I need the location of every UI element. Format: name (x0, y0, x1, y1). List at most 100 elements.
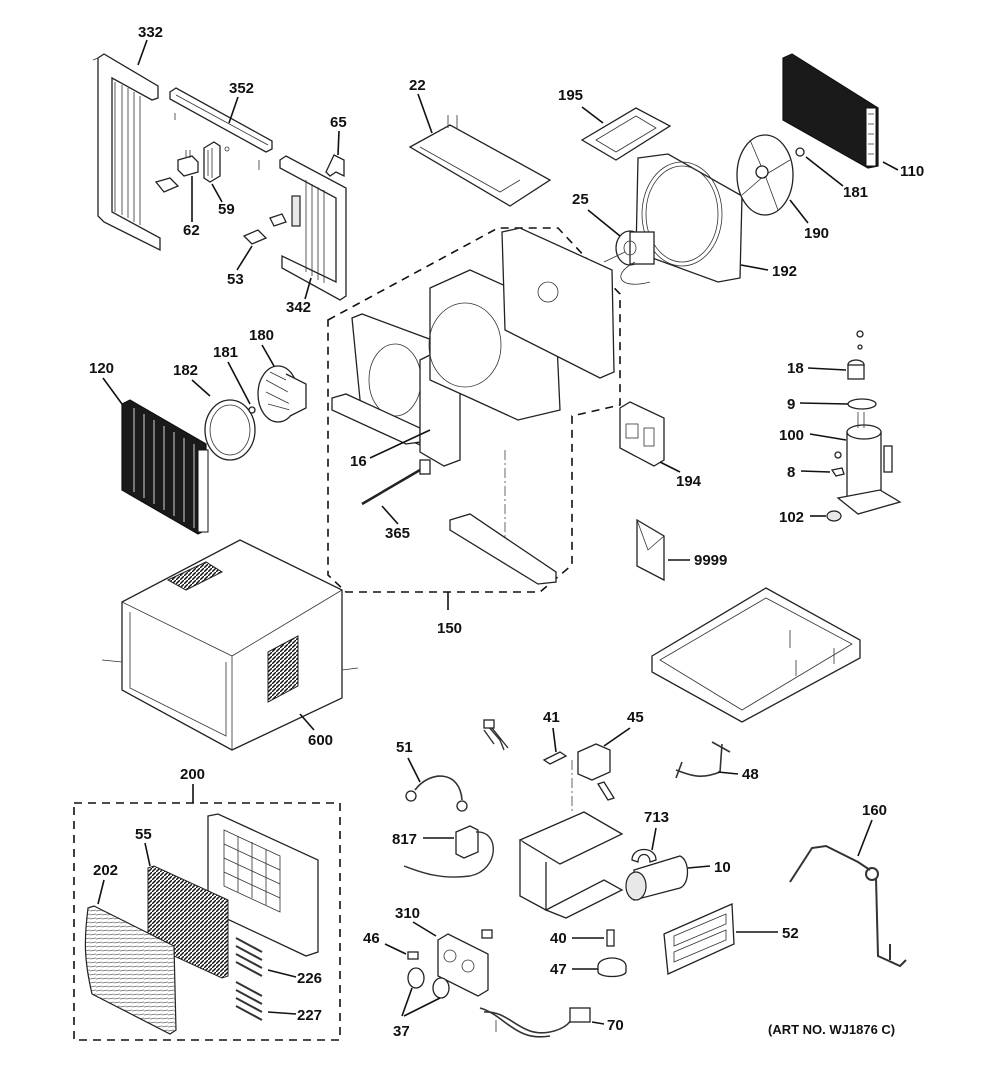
condenser-shroud[interactable] (635, 153, 743, 283)
control-panel[interactable] (437, 929, 493, 997)
label-9: 9 (787, 396, 795, 413)
callout-45: 45 (603, 709, 644, 747)
power-cord[interactable] (479, 1007, 591, 1038)
callout-200: 200 (180, 766, 205, 803)
label-25: 25 (572, 191, 589, 208)
wire-connector-harness[interactable] (483, 719, 509, 751)
mounting-clip[interactable] (830, 451, 845, 477)
ground-wire[interactable] (405, 775, 468, 812)
callout-332: 332 (137, 24, 163, 66)
louver-set-lower[interactable] (235, 981, 263, 1021)
label-37: 37 (393, 1023, 410, 1040)
control-bracket[interactable] (619, 401, 665, 467)
side-curtain-right[interactable] (279, 155, 347, 301)
label-817: 817 (392, 831, 417, 848)
label-8: 8 (787, 464, 795, 481)
callout-100: 100 (779, 427, 847, 444)
louver-set-upper[interactable] (235, 937, 263, 977)
label-51: 51 (396, 739, 413, 756)
label-70: 70 (607, 1017, 624, 1034)
connector[interactable] (407, 951, 419, 960)
angle-bracket[interactable] (325, 154, 345, 178)
label-22: 22 (409, 77, 426, 94)
callout-16: 16 (350, 429, 431, 470)
callout-47: 47 (550, 961, 598, 978)
synchronous-motor[interactable] (597, 957, 627, 978)
label-227: 227 (297, 1007, 322, 1024)
label-48: 48 (742, 766, 759, 783)
label-53: 53 (227, 271, 244, 288)
label-45: 45 (627, 709, 644, 726)
compressor[interactable] (836, 412, 902, 515)
condenser-coil[interactable] (782, 53, 879, 169)
label-181b: 181 (213, 344, 238, 361)
blower-orifice-ring[interactable] (204, 399, 256, 461)
blower-wheel[interactable] (257, 365, 307, 423)
label-713: 713 (644, 809, 669, 826)
callout-59: 59 (211, 183, 235, 218)
drain-tray[interactable] (449, 450, 557, 585)
label-332: 332 (138, 24, 163, 41)
callout-102: 102 (779, 509, 826, 526)
callout-40: 40 (550, 930, 604, 947)
damper-rod[interactable] (361, 459, 431, 506)
label-182: 182 (173, 362, 198, 379)
control-knobs[interactable] (407, 967, 450, 999)
label-194: 194 (676, 473, 702, 490)
selector-switch[interactable] (577, 743, 615, 801)
top-channel[interactable] (169, 87, 273, 170)
label-600: 600 (308, 732, 333, 749)
label-10: 10 (714, 859, 731, 876)
label-46: 46 (363, 930, 380, 947)
control-cover[interactable] (663, 903, 735, 975)
label-160: 160 (862, 802, 887, 819)
switch-bracket[interactable] (542, 751, 568, 765)
fan-motor[interactable] (603, 230, 655, 285)
callout-190: 190 (789, 199, 829, 242)
callout-65: 65 (330, 114, 347, 156)
condenser-fan-blade[interactable] (736, 134, 794, 216)
gasket[interactable] (847, 398, 877, 410)
callout-310: 310 (395, 905, 437, 937)
label-190: 190 (804, 225, 829, 242)
control-box-chassis[interactable] (518, 760, 624, 919)
top-cover-plate[interactable] (408, 115, 552, 207)
callout-46: 46 (363, 930, 407, 955)
grommet[interactable] (826, 510, 842, 522)
blower-nut[interactable] (248, 406, 256, 414)
label-110: 110 (900, 163, 924, 180)
front-panel-frame[interactable] (207, 813, 319, 957)
label-62: 62 (183, 222, 200, 239)
capillary-tube[interactable] (789, 844, 907, 968)
thermostat[interactable] (403, 825, 494, 878)
fan-nut[interactable] (795, 147, 805, 157)
callout-18: 18 (787, 360, 847, 377)
capacitor[interactable] (625, 855, 689, 901)
motor-mount-plate[interactable] (580, 107, 672, 161)
label-65: 65 (330, 114, 347, 131)
evaporator-coil[interactable] (121, 399, 209, 535)
sill-bracket-left[interactable] (154, 150, 199, 193)
capacitor-strap[interactable] (631, 848, 657, 863)
outer-cabinet[interactable] (101, 539, 359, 751)
callout-150: 150 (437, 592, 462, 637)
label-200: 200 (180, 766, 205, 783)
side-curtain-left[interactable] (92, 53, 161, 252)
front-grille[interactable] (84, 905, 177, 1035)
sill-bracket-right[interactable] (242, 213, 287, 245)
callout-195: 195 (558, 87, 604, 124)
callout-8: 8 (787, 464, 831, 481)
label-180: 180 (249, 327, 274, 344)
compressor-cover[interactable] (847, 330, 865, 380)
knob-shaft[interactable] (606, 929, 615, 947)
callout-70: 70 (591, 1017, 624, 1034)
literature-envelope[interactable] (636, 518, 665, 582)
curtain-frame-lock[interactable] (203, 141, 230, 183)
callout-62: 62 (183, 176, 200, 239)
callout-342: 342 (286, 277, 312, 316)
evaporator-housing[interactable] (331, 227, 615, 467)
callout-48: 48 (717, 766, 759, 783)
base-pan[interactable] (651, 587, 861, 723)
air-handler-group-boundary (327, 227, 621, 593)
